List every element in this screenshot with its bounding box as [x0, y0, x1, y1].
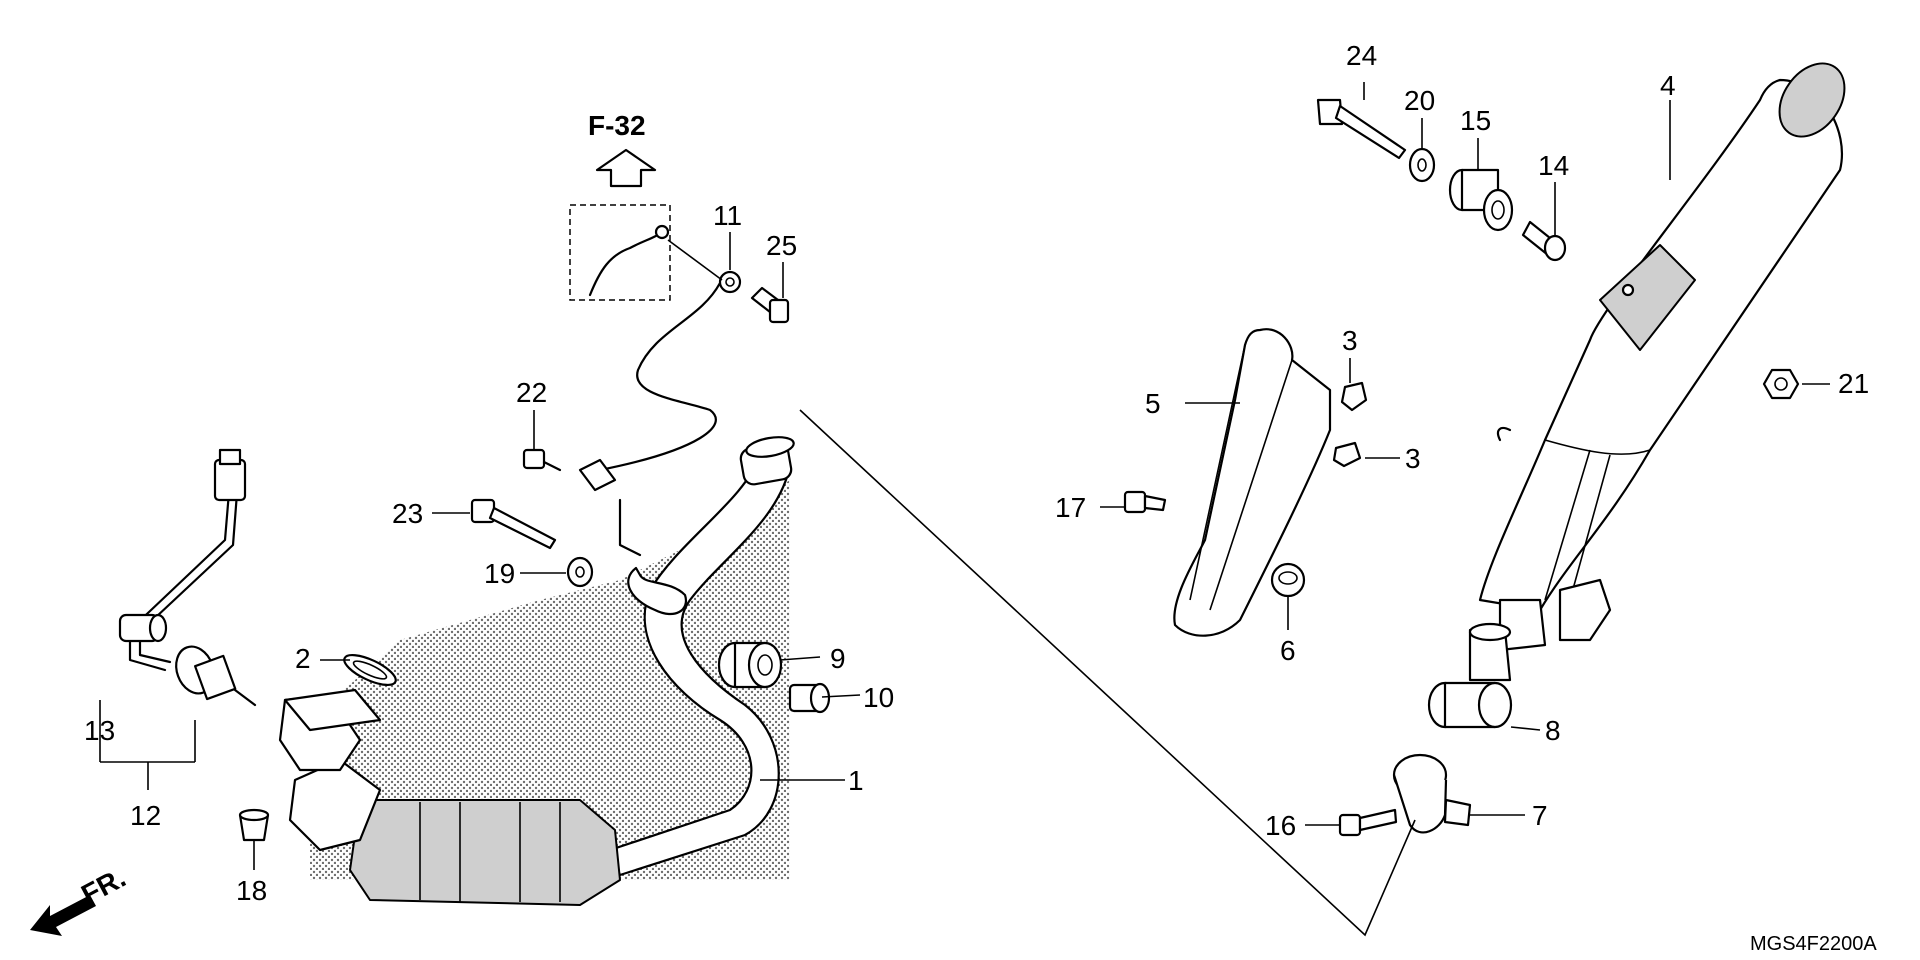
bolt[interactable] — [750, 286, 790, 324]
gasket[interactable] — [340, 649, 399, 691]
reference-label: F-32 — [588, 110, 646, 141]
ground-bracket[interactable] — [578, 458, 688, 616]
spring-nut[interactable] — [1340, 381, 1368, 412]
front-direction-arrow-icon — [30, 895, 96, 936]
label-part-24: 24 — [1346, 40, 1377, 71]
mount-washer[interactable] — [1408, 147, 1436, 183]
label-part-23: 23 — [392, 498, 423, 529]
label-part-22: 22 — [516, 377, 547, 408]
ground-wire[interactable] — [598, 270, 742, 472]
label-part-12: 12 — [130, 800, 161, 831]
label-part-8: 8 — [1545, 715, 1561, 746]
protector-bolt[interactable] — [1123, 490, 1167, 514]
label-part-11: 11 — [713, 200, 742, 231]
muffler-gasket[interactable] — [1427, 681, 1513, 729]
label-part-18: 18 — [236, 875, 267, 906]
washer[interactable] — [566, 556, 594, 588]
label-part-16: 16 — [1265, 810, 1296, 841]
hanger-bracket[interactable] — [1496, 426, 1512, 442]
label-part-3b: 3 — [1405, 443, 1421, 474]
bolt-23[interactable] — [470, 498, 557, 550]
protector-grommet[interactable] — [1270, 562, 1306, 598]
label-part-25: 25 — [766, 230, 797, 261]
o2-sensor[interactable] — [118, 448, 247, 672]
clamp-bolt[interactable] — [1338, 808, 1398, 837]
mount-rubber[interactable] — [1448, 168, 1514, 232]
label-part-14: 14 — [1538, 150, 1569, 181]
label-part-21: 21 — [1838, 368, 1869, 399]
label-part-10: 10 — [863, 682, 894, 713]
assembly-line — [799, 409, 1416, 937]
label-part-6: 6 — [1280, 635, 1296, 666]
o2-sensor-body[interactable] — [170, 641, 257, 707]
label-part-4: 4 — [1660, 70, 1676, 101]
rubber-damper[interactable] — [717, 641, 783, 689]
bolt-22[interactable] — [522, 448, 562, 472]
mount-bolt[interactable] — [1316, 98, 1407, 160]
label-part-3a: 3 — [1342, 325, 1358, 356]
label-part-2: 2 — [295, 643, 311, 674]
exhaust-header-pipe[interactable] — [278, 434, 795, 906]
label-part-13: 13 — [84, 715, 115, 746]
collar[interactable] — [788, 682, 831, 714]
muffler-nut[interactable] — [1762, 368, 1800, 400]
flange-nut[interactable] — [238, 808, 270, 842]
label-part-19: 19 — [484, 558, 515, 589]
label-part-7: 7 — [1532, 800, 1548, 831]
muffler-protector[interactable] — [1173, 328, 1332, 637]
label-part-5: 5 — [1145, 388, 1161, 419]
up-arrow-icon — [595, 148, 657, 188]
muffler[interactable] — [1468, 51, 1858, 682]
label-part-9: 9 — [830, 643, 846, 674]
label-part-1: 1 — [848, 765, 864, 796]
label-part-17: 17 — [1055, 492, 1086, 523]
label-part-20: 20 — [1404, 85, 1435, 116]
clamp-band[interactable] — [1392, 753, 1472, 834]
reference-detail-box — [569, 204, 671, 301]
label-part-15: 15 — [1460, 105, 1491, 136]
leader-lines — [99, 82, 1830, 870]
diagram-code: MGS4F2200A — [1750, 933, 1877, 955]
mount-collar[interactable] — [1521, 220, 1567, 262]
spring-nut-2[interactable] — [1332, 441, 1362, 468]
